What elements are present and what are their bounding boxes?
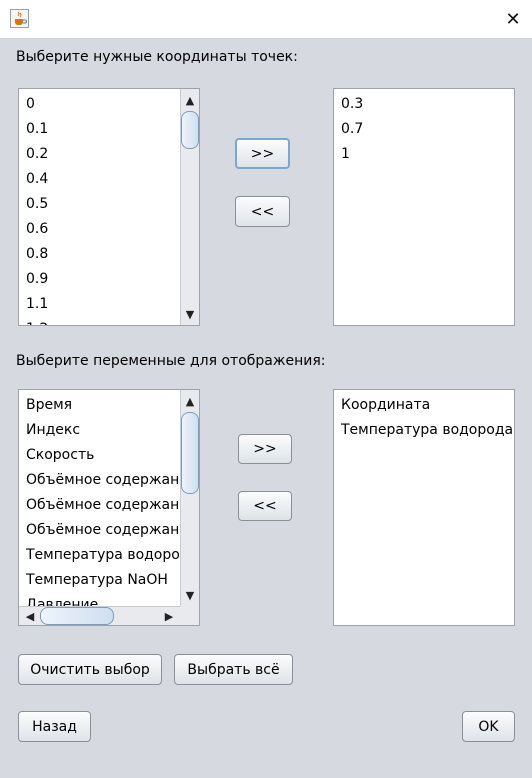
list-item[interactable]: 0.9 <box>26 271 49 287</box>
title-bar: ✕ <box>0 0 532 39</box>
vars-available-hscrollbar[interactable]: ◀ ▶ <box>19 606 180 625</box>
list-item[interactable]: 0 <box>26 96 35 112</box>
list-item[interactable]: 0.5 <box>26 196 49 212</box>
coords-remove-button[interactable]: << <box>235 196 290 227</box>
vars-label: Выберите переменные для отображения: <box>16 353 326 369</box>
scroll-right-icon[interactable]: ▶ <box>164 609 174 623</box>
list-item[interactable]: Температура NaOH <box>26 572 168 588</box>
scroll-up-icon[interactable]: ▲ <box>185 93 195 107</box>
close-button[interactable]: ✕ <box>494 0 532 38</box>
close-icon: ✕ <box>505 8 521 30</box>
list-item[interactable]: 0.1 <box>26 121 49 137</box>
scroll-thumb[interactable] <box>181 412 199 494</box>
clear-selection-button[interactable]: Очистить выбор <box>18 654 162 685</box>
list-item[interactable]: Скорость <box>26 447 95 463</box>
coords-label: Выберите нужные координаты точек: <box>16 49 298 65</box>
scroll-thumb[interactable] <box>181 111 199 149</box>
list-item[interactable]: 0.2 <box>26 146 49 162</box>
list-item[interactable]: Температура водорода <box>26 547 180 563</box>
scroll-thumb-horizontal[interactable] <box>40 607 114 625</box>
coords-available-items: 0 0.1 0.2 0.4 0.5 0.6 0.8 0.9 1.1 1.2 <box>19 89 180 325</box>
list-item[interactable]: Давление <box>26 597 99 606</box>
scroll-down-icon[interactable]: ▼ <box>185 588 195 602</box>
coords-selected-items: 0.3 0.7 1 <box>334 89 514 325</box>
vars-add-button[interactable]: >> <box>238 434 292 464</box>
list-item[interactable]: 0.3 <box>341 96 364 112</box>
vars-available-vscrollbar[interactable]: ▲ ▼ <box>180 390 199 606</box>
list-item[interactable]: 1 <box>341 146 350 162</box>
coords-available-vscrollbar[interactable]: ▲ ▼ <box>180 89 199 325</box>
scroll-corner <box>180 606 199 625</box>
list-item[interactable]: Координата <box>341 397 431 413</box>
back-button[interactable]: Назад <box>18 711 91 742</box>
select-all-button[interactable]: Выбрать всё <box>174 654 293 685</box>
scroll-left-icon[interactable]: ◀ <box>25 609 35 623</box>
list-item[interactable]: 0.4 <box>26 171 49 187</box>
list-item[interactable]: 0.8 <box>26 246 49 262</box>
coords-add-button[interactable]: >> <box>235 138 290 169</box>
ok-button[interactable]: OK <box>462 711 515 742</box>
list-item[interactable]: Объёмное содержание <box>26 472 180 488</box>
list-item[interactable]: Время <box>26 397 73 413</box>
scroll-down-icon[interactable]: ▼ <box>185 307 195 321</box>
list-item[interactable]: 1.2 <box>19 317 180 325</box>
list-item[interactable]: Объёмное содержание <box>26 522 180 538</box>
coords-selected-list[interactable]: 0.3 0.7 1 <box>333 88 515 326</box>
vars-remove-button[interactable]: << <box>238 491 292 521</box>
scroll-up-icon[interactable]: ▲ <box>185 394 195 408</box>
java-cup-icon <box>10 9 29 28</box>
list-item[interactable]: 0.6 <box>26 221 49 237</box>
coords-available-list[interactable]: 0 0.1 0.2 0.4 0.5 0.6 0.8 0.9 1.1 1.2 ▲ ▼ <box>18 88 200 326</box>
list-item[interactable]: Температура водорода <box>341 422 514 438</box>
list-item[interactable]: Объёмное содержание <box>26 497 180 513</box>
list-item[interactable]: 0.7 <box>341 121 364 137</box>
list-item[interactable]: Индекс <box>26 422 81 438</box>
list-item[interactable]: 1.1 <box>26 296 49 312</box>
